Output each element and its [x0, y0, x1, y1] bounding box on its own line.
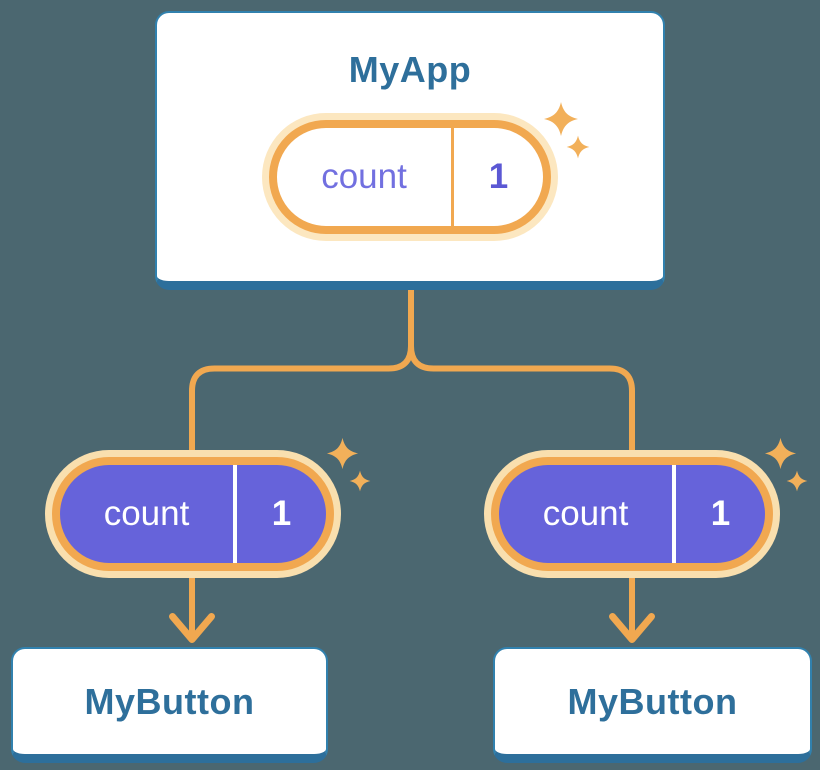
state-pill-myapp: count 1 [262, 113, 558, 241]
state-pill-body: count 1 [491, 457, 773, 571]
state-pill-body: count 1 [52, 457, 334, 571]
sparkle-icon [349, 470, 371, 492]
mybutton-component-card-right: MyButton [493, 647, 812, 763]
pill-divider [451, 128, 454, 226]
left-arrowhead-icon [169, 613, 215, 643]
sparkle-icon [566, 135, 590, 159]
component-title: MyButton [84, 680, 255, 722]
mybutton-component-card-left: MyButton [11, 647, 328, 763]
state-pill-mybutton-right: count 1 [484, 450, 780, 578]
state-name: count [103, 494, 190, 533]
state-pill-mybutton-left: count 1 [45, 450, 341, 578]
state-value: 1 [710, 494, 731, 533]
left-branch-connector [189, 283, 414, 463]
state-name: count [321, 157, 407, 196]
state-name: count [542, 494, 629, 533]
state-value: 1 [271, 494, 292, 533]
sparkle-icon [764, 437, 797, 470]
pill-divider [233, 465, 237, 563]
sparkle-icon [544, 102, 578, 136]
state-value: 1 [488, 157, 509, 196]
component-title: MyApp [348, 49, 472, 90]
pill-divider [672, 465, 676, 563]
right-arrowhead-icon [609, 613, 655, 643]
sparkle-icon [786, 470, 808, 492]
right-branch-connector [408, 283, 635, 463]
state-pill-body: count 1 [269, 120, 551, 234]
sparkle-icon [326, 437, 359, 470]
component-title: MyButton [567, 680, 738, 722]
